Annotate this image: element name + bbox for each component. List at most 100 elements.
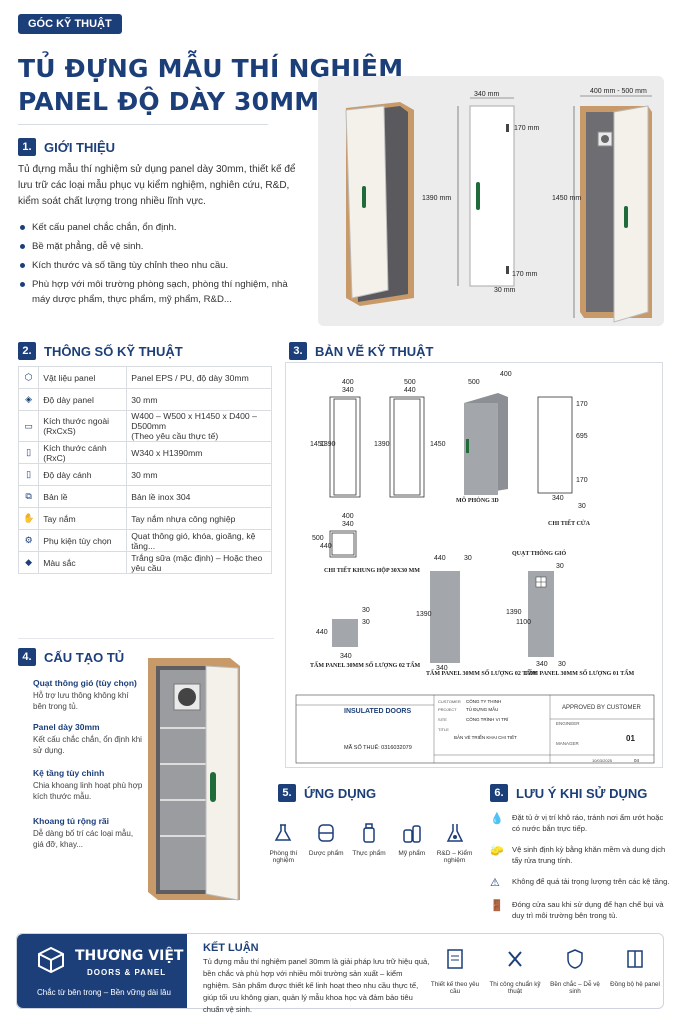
dim-label: 170 xyxy=(576,477,588,484)
dim-label: 30 xyxy=(556,563,564,570)
cosmetic-icon xyxy=(403,825,421,843)
sync-icon xyxy=(627,950,643,968)
dim-label: 695 xyxy=(576,433,588,440)
notes-number: 6. xyxy=(490,784,508,802)
dim-label: 500 xyxy=(312,535,324,542)
feature-item: Thi công chuẩn kỹ thuật xyxy=(485,948,545,995)
dim-label: 340 xyxy=(536,661,548,668)
dim-label: 1390 xyxy=(416,611,432,618)
intro-bullet: Bề mặt phẳng, dễ vệ sinh. xyxy=(18,239,308,254)
accessory-icon: ⚙ xyxy=(17,529,40,552)
hero-dim-hinge-bottom: 170 mm xyxy=(512,271,537,278)
tools-icon xyxy=(508,951,522,967)
intro-bullet: Kết cấu panel chắc chắn, ổn định. xyxy=(18,220,308,235)
handle-icon: ✋ xyxy=(17,507,40,530)
dim-label: 500 xyxy=(404,379,416,386)
dim-label: 170 xyxy=(576,401,588,408)
label-panel-1: TẤM PANEL 30MM SỐ LƯỢNG 02 TẤM xyxy=(310,663,421,669)
dim-label: 1390 xyxy=(374,441,390,448)
title-divider xyxy=(18,124,268,125)
design-icon xyxy=(447,949,463,969)
intro-bullets: Kết cấu panel chắc chắn, ổn định. Bề mặt… xyxy=(18,220,308,311)
clean-icon: 🧽 xyxy=(490,845,504,857)
label-panel-3: TẤM PANEL 30MM SỐ LƯỢNG 01 TẤM xyxy=(524,671,635,677)
page-title: TỦ ĐỰNG MẪU THÍ NGHIỆM PANEL ĐỘ DÀY 30MM xyxy=(18,52,403,118)
drawing-manager: MANAGER xyxy=(556,741,580,746)
dim-label: 340 xyxy=(342,387,354,394)
structure-number: 4. xyxy=(18,648,36,666)
dim-label: 440 xyxy=(316,629,328,636)
dim-label: 340 xyxy=(342,521,354,528)
brand-block: THƯƠNG VIỆT DOORS & PANEL Chắc từ bên tr… xyxy=(17,934,187,1008)
specs-title: THÔNG SỐ KỸ THUẬT xyxy=(44,343,183,359)
conclusion-title: KẾT LUẬN xyxy=(203,942,259,954)
dim-label: 440 xyxy=(320,543,332,550)
dim-label: 1450 xyxy=(310,441,326,448)
structure-item: Quạt thông gió (tùy chọn)Hỗ trợ lưu thôn… xyxy=(33,678,137,711)
cabinet-structure-render xyxy=(148,658,240,901)
technical-drawing: INSULATED DOORS MÃ SỐ THUẾ: 0316032079 C… xyxy=(285,362,663,768)
drawing-project: TỦ ĐỰNG MẪU xyxy=(466,706,498,712)
dim-label: 400 xyxy=(342,513,354,520)
app-item: Thực phẩm xyxy=(348,822,391,864)
warning-icon: ⚠ xyxy=(490,877,500,889)
hero-dim-depth: 400 mm - 500 mm xyxy=(590,88,647,95)
drawing-title: BẢN VẼ KỸ THUẬT xyxy=(315,343,434,359)
dim-label: 30 xyxy=(558,661,566,668)
intro-bullet: Phù hợp với môi trường phòng sạch, phòng… xyxy=(18,277,308,307)
label-sim3d: MÔ PHỎNG 3D xyxy=(456,498,499,504)
dim-label: 1390 xyxy=(506,609,522,616)
intro-number: 1. xyxy=(18,138,36,156)
intro-title: GIỚI THIỆU xyxy=(44,139,116,155)
note-item: 🧽Vệ sinh định kỳ bằng khăn mềm và dung d… xyxy=(490,845,666,865)
bottle-icon xyxy=(363,823,375,843)
flask-icon xyxy=(275,824,292,841)
app-item: Phòng thí nghiệm xyxy=(262,822,305,864)
hero-dim-hinge-top: 170 mm xyxy=(514,125,539,132)
apps-title: ỨNG DỤNG xyxy=(304,785,377,801)
drawing-tax: MÃ SỐ THUẾ: 0316032079 xyxy=(344,744,412,751)
thickness-icon: ▯ xyxy=(17,463,40,486)
drawing-date: 10/03/2025 xyxy=(592,758,613,763)
structure-divider xyxy=(18,638,274,639)
applications-list: Phòng thí nghiệm Dược phẩm Thực phẩm Mỹ … xyxy=(262,822,476,864)
cube-icon: ⬡ xyxy=(17,366,40,389)
hero-dim-height: 1450 mm xyxy=(552,195,581,202)
door-icon: ▯ xyxy=(17,441,40,464)
brand-slogan: Chắc từ bên trong – Bền vững dài lâu xyxy=(37,988,171,997)
drawing-total: 04 xyxy=(634,758,640,763)
brand-logo-icon xyxy=(38,946,64,974)
table-row: ▯Kích thước cánh (RxC)W340 x H1390mm xyxy=(17,441,272,464)
drawing-heading: 3. BẢN VẼ KỸ THUẬT xyxy=(289,342,433,360)
apps-number: 5. xyxy=(278,784,296,802)
label-frame-detail: CHI TIẾT KHUNG HỘP 30X30 MM xyxy=(324,568,420,574)
note-item: ⚠Không để quá tải trọng lượng trên các k… xyxy=(490,877,670,889)
technical-drawing-svg: INSULATED DOORS MÃ SỐ THUẾ: 0316032079 C… xyxy=(295,393,655,764)
brand-name: THƯƠNG VIỆT xyxy=(75,948,184,964)
dim-label: 30 xyxy=(362,619,370,626)
color-icon: ◆ xyxy=(17,551,40,574)
ruler-icon: ▭ xyxy=(17,410,40,442)
note-item: 💧Đặt tủ ở vị trí khô ráo, tránh nơi ẩm ư… xyxy=(490,813,664,833)
drawing-project-label: PROJECT xyxy=(438,707,457,712)
brand-sub: DOORS & PANEL xyxy=(87,968,167,977)
intro-paragraph: Tủ đựng mẫu thí nghiệm sử dụng panel dày… xyxy=(18,164,296,207)
dim-label: 1390 xyxy=(320,441,336,448)
notes-title: LƯU Ý KHI SỬ DỤNG xyxy=(516,785,648,801)
drawing-number: 3. xyxy=(289,342,307,360)
shield-icon xyxy=(567,949,583,969)
feature-item: Thiết kế theo yêu cầu xyxy=(425,948,485,995)
pill-icon xyxy=(318,824,334,842)
drawing-engineer: ENGINEER xyxy=(556,721,580,726)
dim-label: 340 xyxy=(436,665,448,672)
app-item: Mỹ phẩm xyxy=(390,822,433,864)
drawing-customer: CÔNG TY THINH xyxy=(466,698,501,704)
door-close-icon: 🚪 xyxy=(490,900,504,912)
hinge-icon: ⧉ xyxy=(17,485,40,508)
